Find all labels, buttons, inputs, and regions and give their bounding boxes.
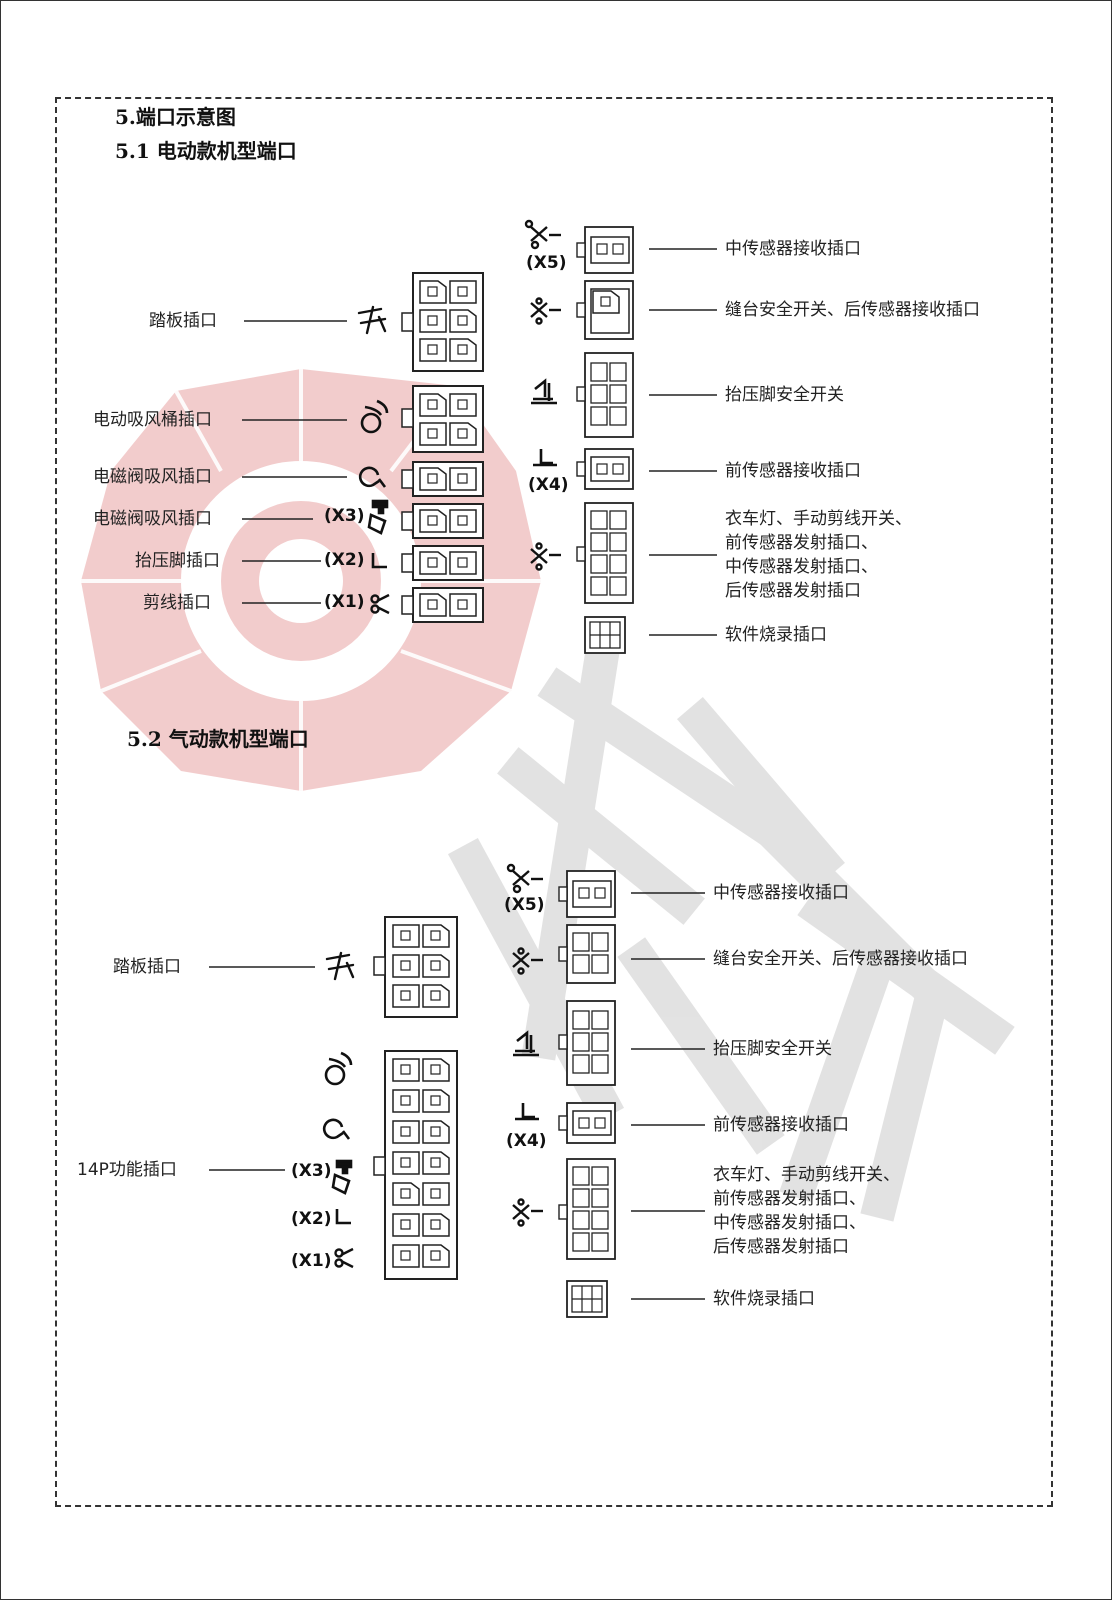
scissors-icon [370,593,390,615]
label-combo-line2: 前传感器发射插口、 [725,533,878,553]
label-table-safety-pneu: 缝台安全开关、后传感器接收插口 [713,949,968,969]
presser-foot-icon-pneu-2 [515,1103,539,1121]
conn-table-safety [576,280,634,340]
code-x5-pneu: (X5) [504,895,545,915]
label-14p-function: 14P功能插口 [77,1160,177,1180]
label-middle-sensor-rx: 中传感器接收插口 [725,239,861,259]
code-x4-pneu: (X4) [506,1131,547,1151]
pedal-icon [357,305,387,335]
conn-middle-rx-pneu [558,870,616,918]
scissors-icon-pneu [334,1247,354,1269]
label-solenoid-2: 电磁阀吸风插口 [93,509,212,529]
conn-middle-rx [576,226,634,274]
dashed-frame [55,97,1053,1507]
valve-icon-pneu [322,1118,351,1140]
sensor-icon-pneu-2 [512,947,543,975]
label-combo-line3: 中传感器发射插口、 [725,557,878,577]
presser-foot-icon-pneu [335,1209,351,1225]
code-x1-pneu: (X1) [291,1251,332,1271]
code-x4: (X4) [528,475,569,495]
label-lift-safety: 抬压脚安全开关 [725,385,844,405]
label-combo-line1-pneu: 衣车灯、手动剪线开关、 [713,1165,900,1185]
conn-combo [576,502,634,604]
conn-table-safety-pneu [558,924,616,984]
label-solenoid-1: 电磁阀吸风插口 [93,467,212,487]
conn-firmware [584,616,626,654]
conn-14p [373,1050,458,1280]
conn-suction [401,385,484,453]
label-firmware: 软件烧录插口 [725,625,827,645]
label-presser-foot: 抬压脚插口 [135,551,220,571]
label-front-sensor-rx-pneu: 前传感器接收插口 [713,1115,849,1135]
conn-front-rx [576,448,634,490]
conn-combo-pneu [558,1158,616,1260]
code-x2-pneu: (X2) [291,1209,332,1229]
label-table-safety: 缝台安全开关、后传感器接收插口 [725,300,980,320]
label-combo-line4-pneu: 后传感器发射插口 [713,1237,849,1257]
conn-solenoid-2 [401,503,484,539]
presser-foot-icon [371,553,387,569]
sensor-icon-2 [530,297,561,325]
label-middle-sensor-rx-pneu: 中传感器接收插口 [713,883,849,903]
fan-icon-pneu [324,1051,353,1086]
clamp-icon [367,499,389,535]
electric-title: 5.1 电动款机型端口 [115,139,297,163]
code-x1: (X1) [324,592,365,612]
label-trim: 剪线插口 [143,593,211,613]
label-suction-bucket: 电动吸风桶插口 [93,410,212,430]
conn-lift-safety [576,352,634,438]
pneumatic-title: 5.2 气动款机型端口 [127,727,309,751]
clamp-icon-pneu [331,1159,353,1195]
conn-solenoid-1 [401,461,484,497]
label-front-sensor-rx: 前传感器接收插口 [725,461,861,481]
conn-lift-safety-pneu [558,1000,616,1086]
conn-trim [401,587,484,623]
pedal-icon-pneu [325,951,355,981]
presser-foot-icon-2 [533,449,557,467]
conn-front-rx-pneu [558,1102,616,1144]
code-x3-pneu: (X3) [291,1161,332,1181]
label-combo-line2-pneu: 前传感器发射插口、 [713,1189,866,1209]
label-combo-line4: 后传感器发射插口 [725,581,861,601]
conn-presser [401,545,484,581]
sensor-icon-pneu [506,863,543,894]
label-pedal-pneu: 踏板插口 [113,957,181,977]
conn-firmware-pneu [566,1280,608,1318]
label-combo-line3-pneu: 中传感器发射插口、 [713,1213,866,1233]
label-lift-safety-pneu: 抬压脚安全开关 [713,1039,832,1059]
label-combo-line1: 衣车灯、手动剪线开关、 [725,509,912,529]
sensor-icon [524,219,561,250]
code-x5: (X5) [526,253,567,273]
conn-pedal-pneu [373,916,458,1018]
code-x2: (X2) [324,550,365,570]
conn-pedal [401,272,484,372]
section-title: 5.端口示意图 [115,105,236,129]
sensor-icon-pneu-3 [512,1198,543,1227]
lift-icon-pneu [513,1030,539,1057]
fan-icon [360,399,389,434]
valve-icon [358,466,387,488]
label-firmware-pneu: 软件烧录插口 [713,1289,815,1309]
lift-icon [531,378,557,405]
sensor-icon-3 [530,542,561,571]
code-x3: (X3) [324,506,365,526]
watermark-gray-brand [447,641,1015,1222]
label-pedal: 踏板插口 [149,311,217,331]
